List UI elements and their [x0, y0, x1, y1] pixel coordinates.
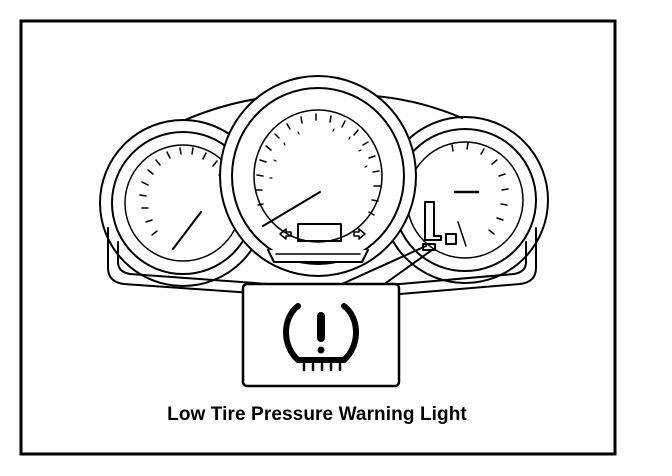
figure-caption: Low Tire Pressure Warning Light	[167, 404, 467, 425]
left-gauge-needle	[172, 211, 202, 250]
odometer-display	[297, 223, 342, 242]
right-turn-arrow	[353, 228, 366, 240]
right-gauge-ticks	[451, 142, 509, 235]
left-turn-arrow	[279, 228, 292, 240]
speedometer-ticks	[255, 113, 381, 216]
warning-light-callout	[241, 282, 401, 388]
speedometer	[219, 75, 417, 277]
speedometer-needle	[262, 191, 321, 227]
small-square-icon	[445, 233, 457, 245]
figure-border	[19, 19, 617, 456]
fuel-pump-icon	[424, 201, 442, 241]
callout-leader	[341, 245, 427, 285]
tire-pressure-warning-icon	[283, 303, 359, 372]
left-gauge-ticks	[139, 147, 229, 236]
instrument-cluster	[99, 75, 549, 295]
